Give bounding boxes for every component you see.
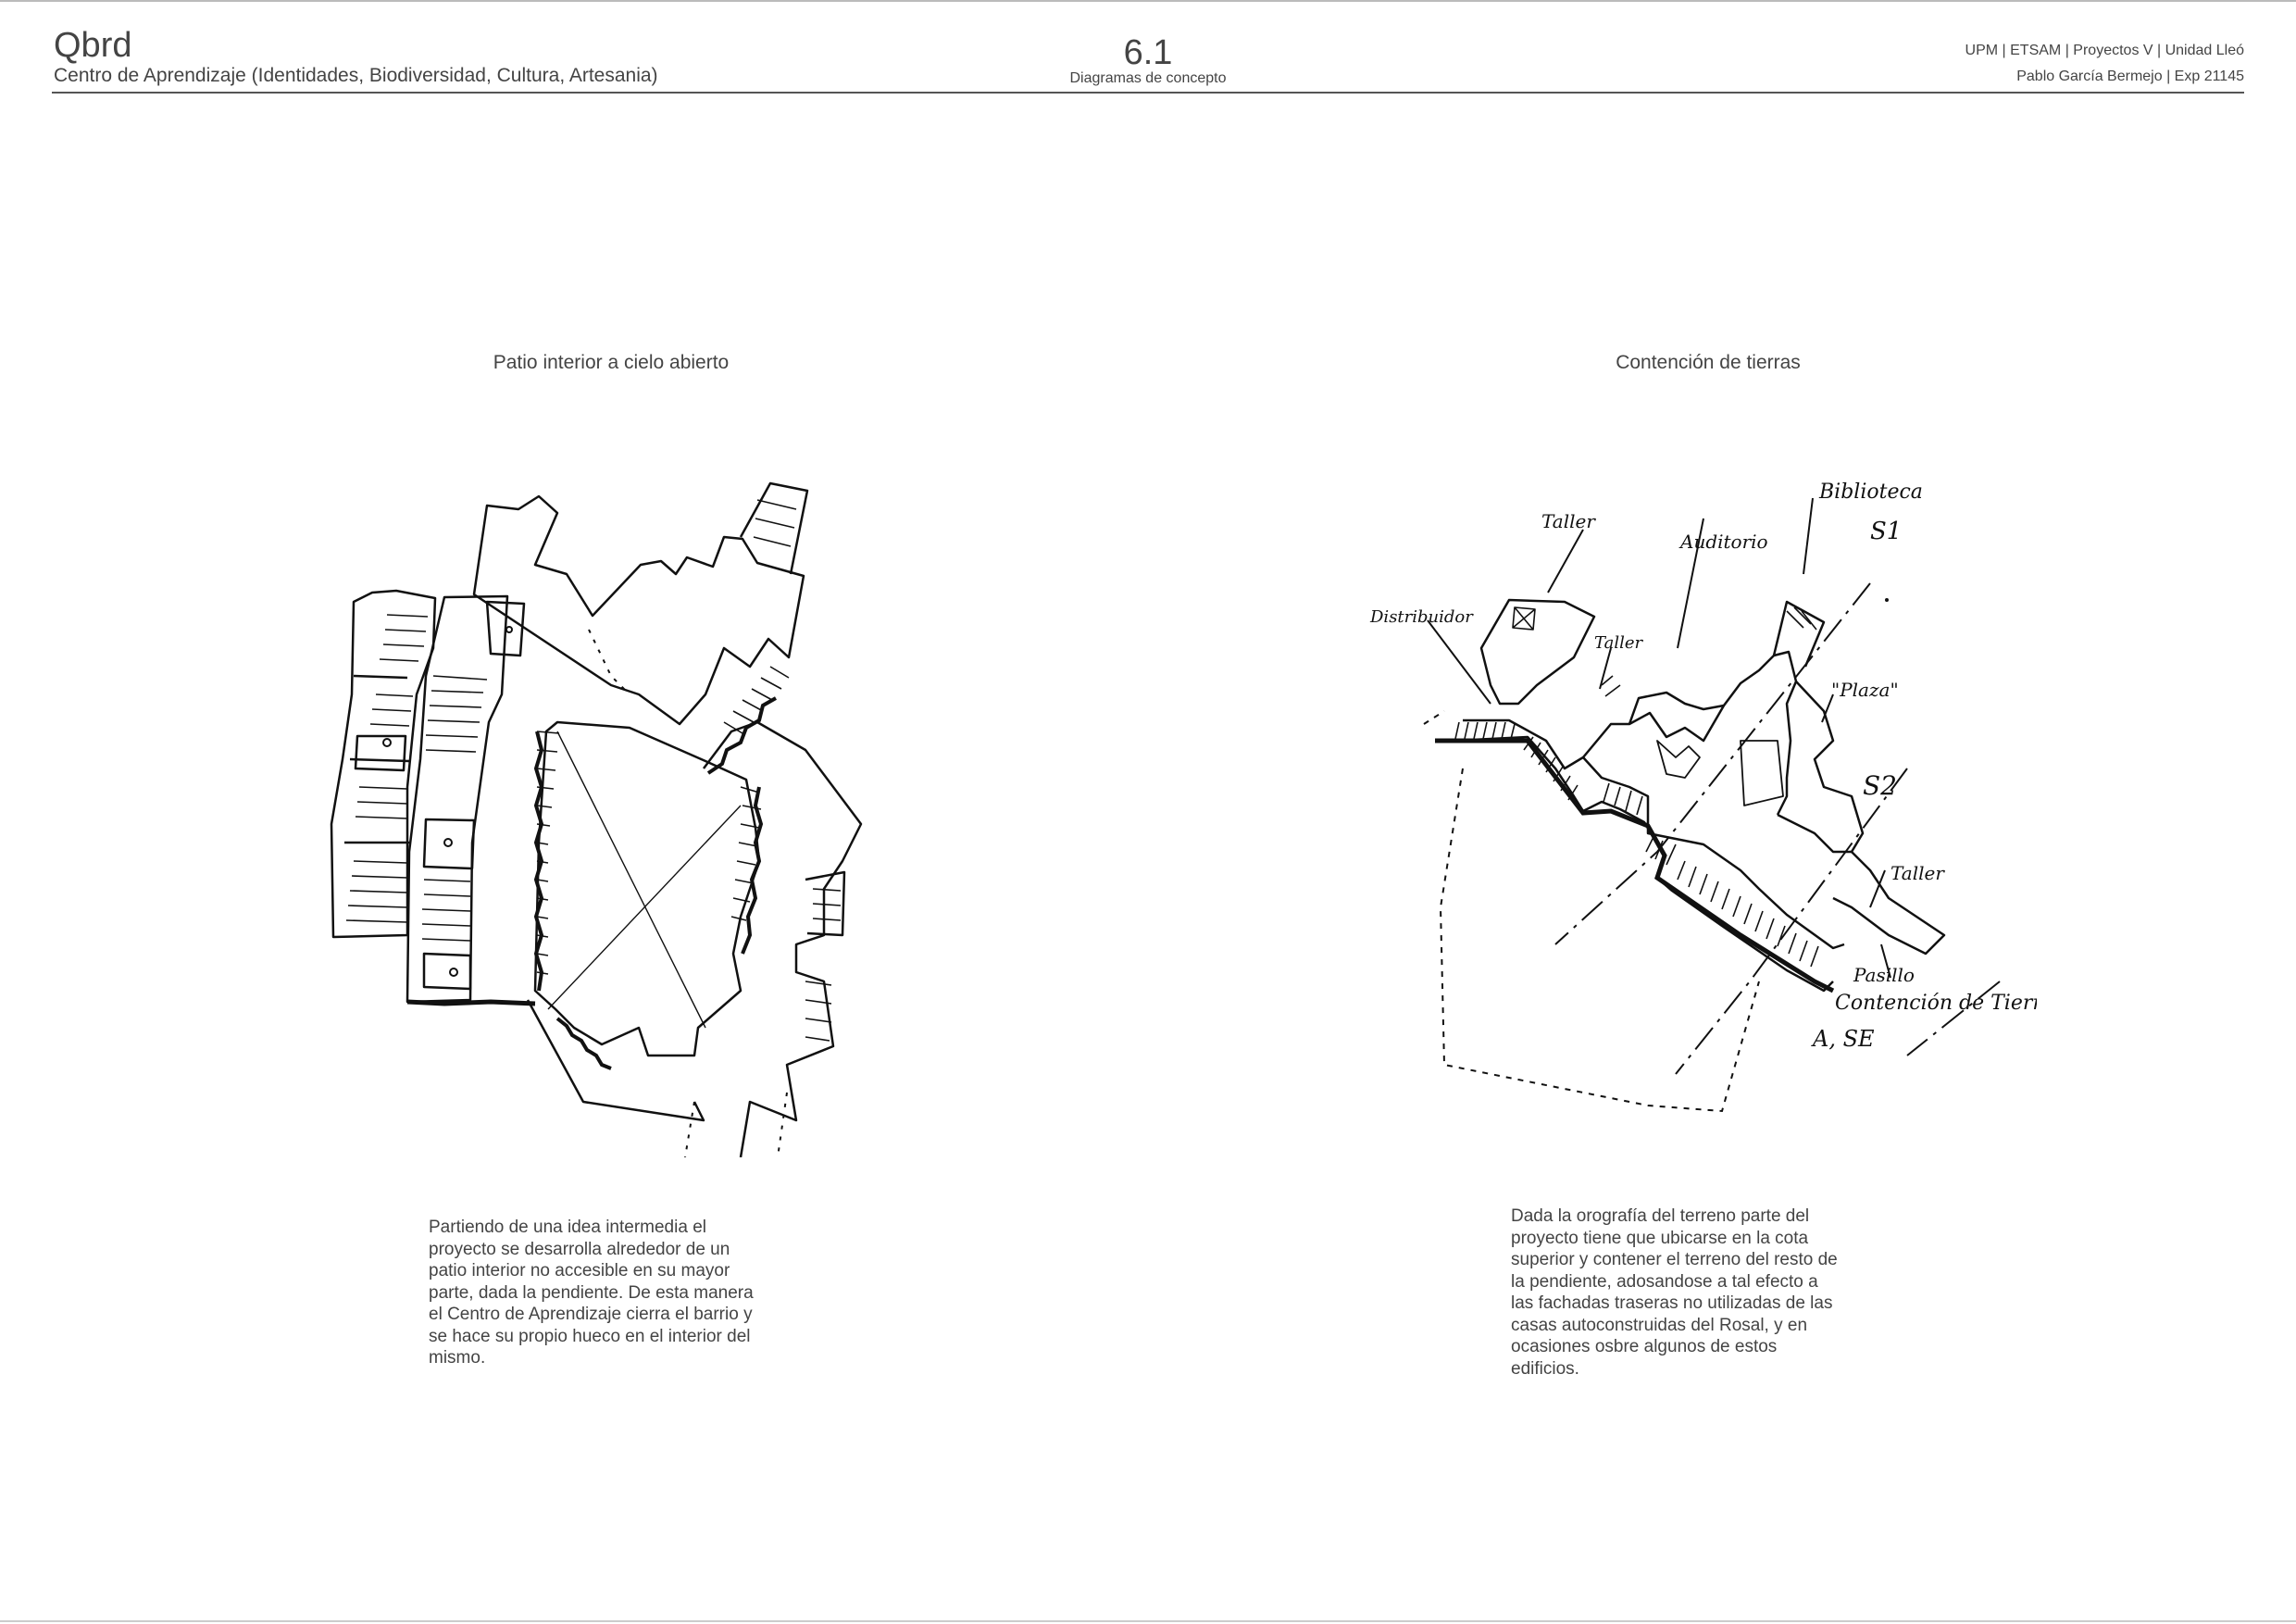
project-subtitle: Centro de Aprendizaje (Identidades, Biod… bbox=[54, 65, 658, 86]
right-description: Dada la orografía del terreno parte del … bbox=[1511, 1206, 1838, 1380]
label-biblioteca: Biblioteca bbox=[1818, 481, 1923, 504]
left-text-line: se hace su propio hueco en el interior d… bbox=[429, 1326, 751, 1346]
left-text-line: proyecto se desarrolla alrededor de un bbox=[429, 1239, 730, 1259]
right-text-line: casas autoconstruidas del Rosal, y en bbox=[1511, 1315, 1808, 1335]
left-text-line: parte, dada la pendiente. De esta manera bbox=[429, 1282, 754, 1303]
label-taller-top: Taller bbox=[1541, 510, 1596, 532]
label-s1: S1 bbox=[1870, 518, 1902, 545]
left-text-line: patio interior no accesible en su mayor bbox=[429, 1261, 730, 1280]
label-distribuidor: Distribuidor bbox=[1369, 607, 1474, 627]
institution-info: UPM | ETSAM | Proyectos V | Unidad Lleó bbox=[1965, 43, 2244, 58]
project-title: Qbrd bbox=[54, 26, 132, 65]
patio-sketch bbox=[330, 481, 863, 1157]
left-description: Partiendo de una idea intermedia el proy… bbox=[429, 1217, 754, 1369]
right-text-line: Dada la orografía del terreno parte del bbox=[1511, 1206, 1810, 1226]
label-contencion: Contención de Tierras. bbox=[1835, 992, 2037, 1015]
right-text-line: la pendiente, adosandose a tal efecto a bbox=[1511, 1271, 1818, 1292]
header-divider bbox=[52, 92, 2244, 94]
left-caption: Patio interior a cielo abierto bbox=[493, 352, 730, 373]
label-pasillo: Pasillo bbox=[1853, 964, 1915, 986]
contention-sketch: Biblioteca Taller Auditorio S1 Distribui… bbox=[1369, 481, 2037, 1113]
right-caption: Contención de tierras bbox=[1616, 352, 1801, 373]
page-top-edge bbox=[0, 0, 2296, 2]
label-auditorio: Auditorio bbox=[1678, 531, 1768, 553]
right-text-line: superior y contener el terreno del resto… bbox=[1511, 1250, 1838, 1269]
page-bottom-edge bbox=[0, 1620, 2296, 1622]
label-taller-right: Taller bbox=[1890, 862, 1945, 884]
label-plaza: "Plaza" bbox=[1831, 679, 1899, 701]
label-taller-mid: Taller bbox=[1594, 633, 1644, 653]
left-text-line: Partiendo de una idea intermedia el bbox=[429, 1218, 706, 1237]
right-text-line: proyecto tiene que ubicarse en la cota bbox=[1511, 1228, 1809, 1248]
label-ase: A, SE bbox=[1811, 1026, 1875, 1052]
left-text-line: mismo. bbox=[429, 1348, 486, 1368]
label-s2: S2 bbox=[1863, 770, 1897, 801]
right-text-line: edificios. bbox=[1511, 1358, 1579, 1379]
left-text-line: el Centro de Aprendizaje cierra el barri… bbox=[429, 1305, 753, 1324]
right-text-line: las fachadas traseras no utilizadas de l… bbox=[1511, 1293, 1833, 1313]
right-text-line: ocasiones osbre algunos de estos bbox=[1511, 1337, 1778, 1356]
author-info: Pablo García Bermejo | Exp 21145 bbox=[2016, 69, 2244, 84]
section-number: 6.1 bbox=[1123, 33, 1173, 72]
section-title: Diagramas de concepto bbox=[1069, 70, 1227, 86]
